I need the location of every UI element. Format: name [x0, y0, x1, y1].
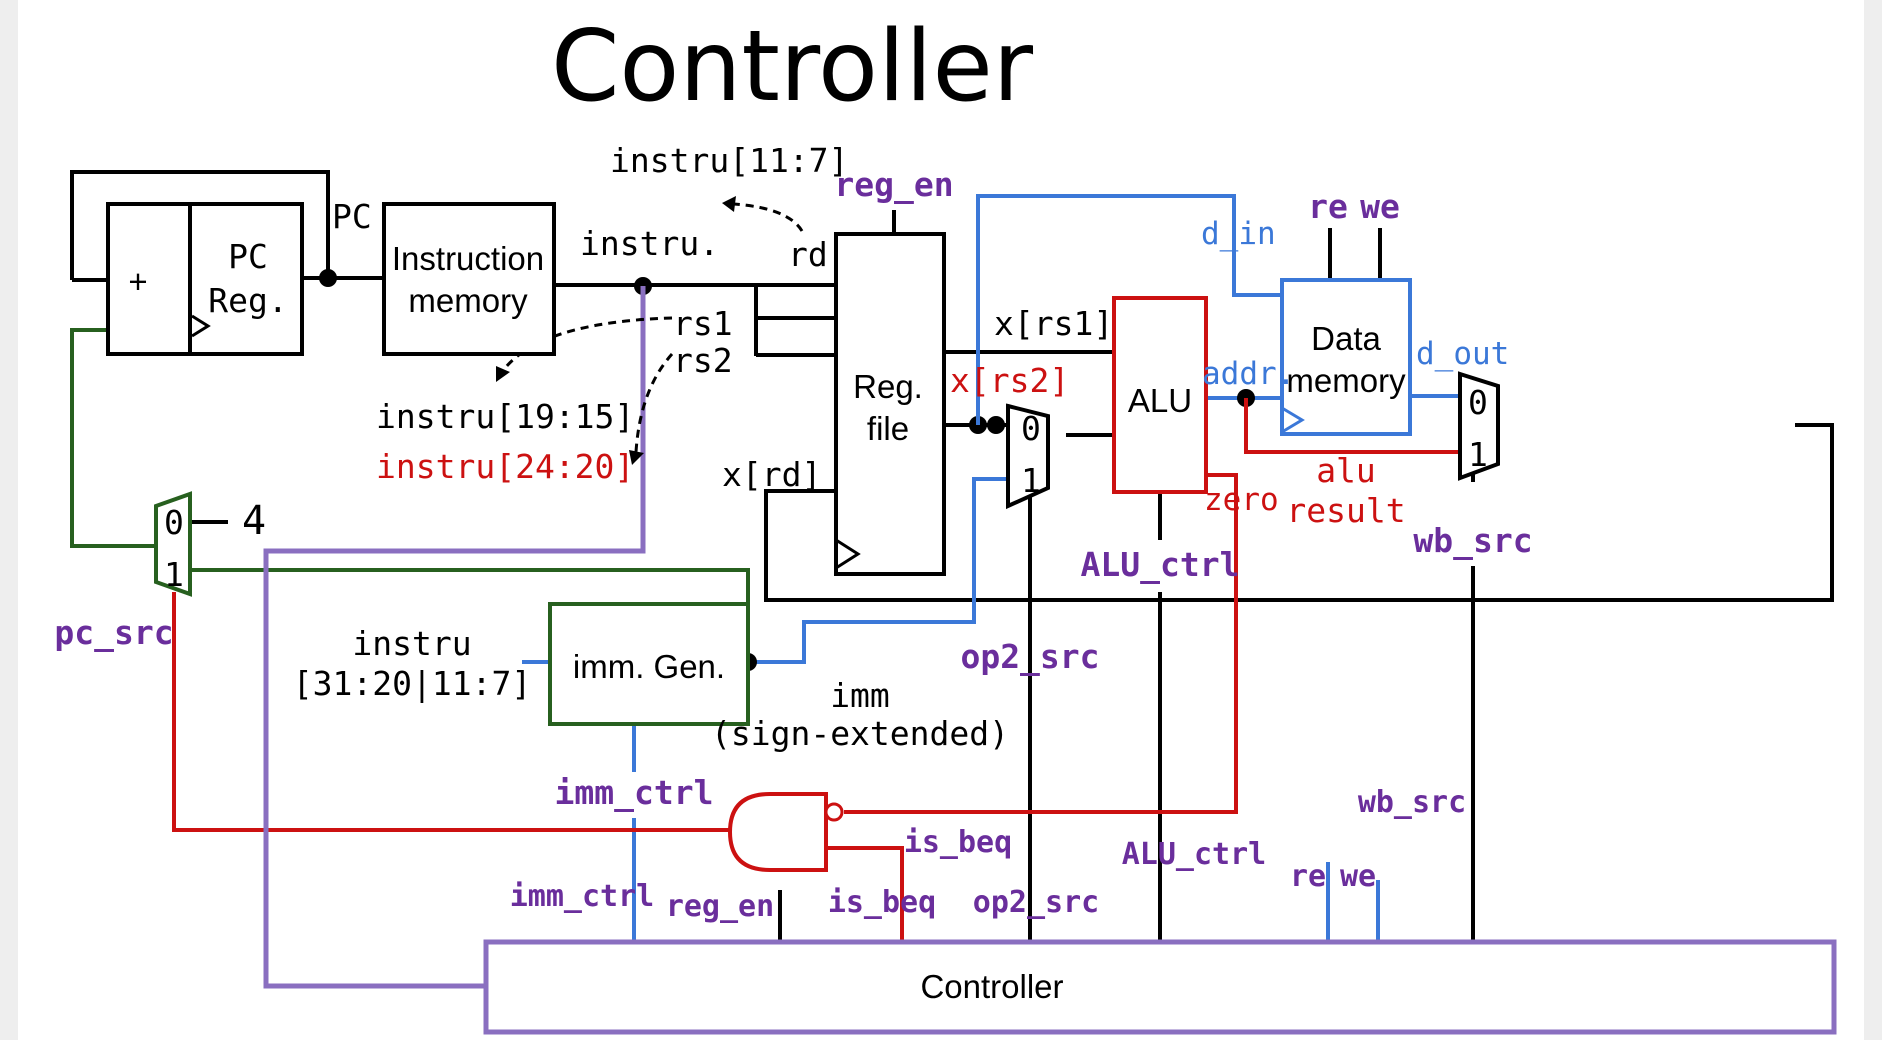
instru-label: instru.: [580, 224, 719, 263]
wb-mux: 0 1: [1458, 371, 1500, 481]
pc-feedback-wire: [70, 170, 330, 280]
alu-result-wire: [1244, 398, 1460, 454]
imem-label-2: memory: [408, 282, 528, 319]
constant-four-label: 4: [242, 498, 266, 544]
x-rs1-label: x[rs1]: [994, 304, 1113, 343]
controller-block: Controller: [483, 939, 1837, 1035]
imem-label-1: Instruction: [392, 240, 544, 277]
pc-mux: 0 1: [154, 491, 192, 597]
dmem-label-2: memory: [1286, 362, 1406, 399]
we-top-label: we: [1360, 187, 1400, 226]
op2-src-bottom-label: op2_src: [973, 885, 1099, 920]
imm-to-mux-wire: [748, 477, 1008, 664]
imm-ctrl-top-label: imm_ctrl: [555, 773, 714, 812]
pc-clock-icon: [191, 314, 211, 338]
imm-out-label-2: (sign-extended): [711, 714, 1009, 753]
pc-register: PC Reg.: [188, 202, 304, 356]
and-gate: [727, 792, 844, 872]
is-beq-top-label: is_beq: [904, 825, 1012, 860]
is-beq-wire: [826, 846, 904, 942]
op2-mux-1: 1: [1021, 461, 1041, 500]
op2-mux-0: 0: [1021, 409, 1041, 448]
instru-rs1-label: instru[19:15]: [376, 397, 634, 436]
instru-rs2-label: instru[24:20]: [376, 447, 634, 486]
alu-ctrl-bottom-label: ALU_ctrl: [1122, 837, 1267, 872]
d-out-label: d_out: [1416, 336, 1509, 372]
alu-block: ALU: [1112, 296, 1208, 494]
rs1-arrowhead: [496, 366, 510, 382]
dmem-label-1: Data: [1311, 320, 1381, 357]
regfile-label-2: file: [867, 410, 909, 447]
rs2-label: rs2: [673, 341, 733, 380]
controller-label: Controller: [920, 968, 1063, 1005]
imm-gen-block: imm. Gen.: [548, 602, 750, 726]
wb-src-bottom-label: wb_src: [1358, 785, 1466, 820]
x-rs2-label: x[rs2]: [950, 361, 1069, 400]
re-bottom-label: re: [1290, 859, 1326, 894]
reg-en-bottom-label: reg_en: [666, 889, 774, 924]
d-in-label: d_in: [1201, 216, 1276, 252]
pc-reg-label-2: Reg.: [208, 281, 287, 320]
instruction-memory: Instruction memory: [382, 202, 556, 356]
pc-reg-label-1: PC: [228, 237, 268, 276]
dmem-clock-icon: [1281, 406, 1305, 434]
data-memory: Data memory: [1280, 278, 1412, 436]
inverter-bubble: [824, 802, 844, 822]
writeback-wire: [764, 423, 1834, 602]
pc-src-wire: [172, 592, 748, 832]
regfile-label-1: Reg.: [853, 368, 923, 405]
zero-wire: [844, 473, 1238, 814]
page-title: Controller: [551, 10, 1034, 124]
register-file: Reg. file: [834, 232, 946, 576]
rd-dashed-arrow: [733, 202, 804, 232]
addr-label: addr.: [1202, 356, 1295, 392]
imm-ctrl-bottom-label: imm_ctrl: [510, 879, 655, 914]
datapath-diagram: Controller: [54, 10, 1837, 1035]
rs1-label: rs1: [673, 304, 733, 343]
imm-in-label-2: [31:20|11:7]: [293, 664, 531, 703]
regfile-clock-icon: [835, 538, 861, 570]
instru-to-controller-wire: [263, 286, 646, 989]
rs2-arrowhead: [629, 450, 644, 465]
alu-result-label-1: alu: [1316, 451, 1376, 490]
we-bottom-label: we: [1340, 859, 1376, 894]
pc-mux-1: 1: [164, 555, 184, 594]
adder-block: +: [106, 202, 196, 356]
alu-result-label-2: result: [1286, 491, 1405, 530]
pc-plus4-to-mux-wire: [70, 328, 156, 548]
wb-src-top-label: wb_src: [1413, 521, 1532, 560]
pc-mux-0: 0: [164, 503, 184, 542]
imm-in-label-1: instru: [352, 624, 471, 663]
pc-src-label: pc_src: [54, 613, 173, 652]
rd-arrowhead: [722, 196, 736, 212]
adder-label: +: [128, 263, 147, 300]
rd-label: rd: [788, 235, 828, 274]
re-top-label: re: [1308, 187, 1348, 226]
alu-ctrl-top-label: ALU_ctrl: [1081, 545, 1240, 584]
pc-junction-dot: [319, 269, 337, 287]
op2-mux: 0 1: [1006, 403, 1050, 510]
instru-rd-label: instru[11:7]: [610, 141, 848, 180]
rs1-dashed-arrow: [500, 316, 673, 373]
op2-src-top-label: op2_src: [960, 637, 1099, 676]
wb-mux-0: 0: [1468, 383, 1488, 422]
rs2-dashed-arrow: [634, 353, 674, 453]
alu-label: ALU: [1128, 382, 1192, 419]
imm-gen-label: imm. Gen.: [573, 648, 725, 685]
is-beq-bottom-label: is_beq: [828, 885, 936, 920]
wb-mux-1: 1: [1468, 435, 1488, 474]
imm-out-label-1: imm: [830, 676, 890, 715]
slide: Controller: [18, 0, 1864, 1040]
reg-en-top-label: reg_en: [834, 165, 953, 204]
zero-label: zero: [1204, 482, 1279, 518]
mux-in-dot: [987, 416, 1005, 434]
x-rd-label: x[rd]: [722, 455, 821, 494]
d-in-wire: [976, 194, 1282, 425]
pc-label: PC: [332, 197, 372, 236]
